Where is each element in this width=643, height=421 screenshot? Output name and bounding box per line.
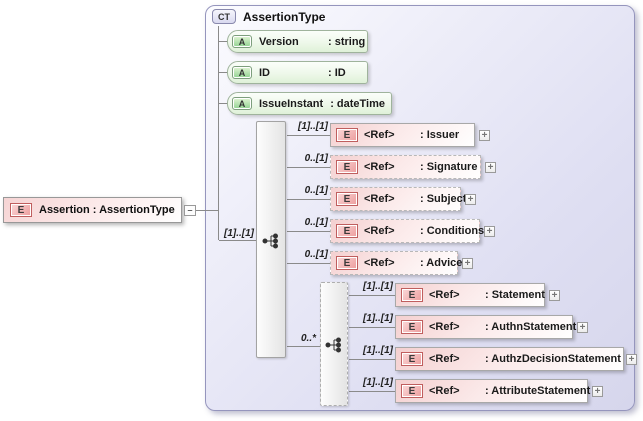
element-ref: <Ref> xyxy=(364,225,395,237)
element-name: : Advice xyxy=(420,257,463,269)
cardinality-label: [1]..[1] xyxy=(298,121,328,132)
element-ref: <Ref> xyxy=(429,289,460,301)
element-ref: <Ref> xyxy=(364,129,395,141)
element-conditions[interactable]: E <Ref> : Conditions xyxy=(330,219,484,243)
expand-button[interactable]: + xyxy=(484,226,495,237)
cardinality-label: 0..[1] xyxy=(304,217,328,228)
element-subject[interactable]: E <Ref> : Subject xyxy=(330,187,466,211)
element-name: : AuthnStatement xyxy=(485,321,577,333)
element-advice[interactable]: E <Ref> : Advice xyxy=(330,251,462,275)
complex-type-title: AssertionType xyxy=(243,10,326,24)
cardinality-label: 0..[1] xyxy=(304,185,328,196)
element-icon: E xyxy=(401,384,423,398)
element-ref: <Ref> xyxy=(364,257,395,269)
cardinality-label: 0..[1] xyxy=(304,153,328,164)
expand-button[interactable]: + xyxy=(479,130,490,141)
element-icon: E xyxy=(10,203,32,217)
expand-button[interactable]: + xyxy=(592,386,603,397)
connector-line xyxy=(349,327,395,328)
element-name: : AuthzDecisionStatement xyxy=(485,353,621,365)
attribute-name: IssueInstant xyxy=(259,97,324,110)
attribute-issueinstant[interactable]: A IssueInstant : dateTime xyxy=(227,92,392,115)
connector-line xyxy=(219,41,227,42)
element-authzdecisionstatement[interactable]: E <Ref> : AuthzDecisionStatement xyxy=(395,347,624,371)
attribute-name: ID xyxy=(259,66,270,79)
element-name: : Statement xyxy=(485,289,545,301)
attribute-type: : string xyxy=(328,35,366,48)
expand-button[interactable]: + xyxy=(465,194,476,205)
element-icon: E xyxy=(336,128,358,142)
cardinality-label: [1]..[1] xyxy=(363,345,393,356)
element-ref: <Ref> xyxy=(364,193,395,205)
element-signature[interactable]: E <Ref> : Signature xyxy=(330,155,481,179)
element-icon: E xyxy=(401,288,423,302)
element-assertion[interactable]: E Assertion : AssertionType xyxy=(3,197,182,223)
expand-button[interactable]: + xyxy=(485,162,496,173)
complex-type-icon: CT xyxy=(212,9,236,24)
cardinality-label: [1]..[1] xyxy=(363,281,393,292)
sequence-icon xyxy=(325,337,341,353)
element-attributestatement[interactable]: E <Ref> : AttributeStatement xyxy=(395,379,591,403)
element-name: : Conditions xyxy=(420,225,485,237)
element-issuer[interactable]: E <Ref> : Issuer xyxy=(330,123,475,147)
sequence-compositor[interactable] xyxy=(256,121,286,358)
connector-line xyxy=(349,359,395,360)
element-ref: <Ref> xyxy=(429,321,460,333)
element-ref: <Ref> xyxy=(364,161,395,173)
sequence-icon xyxy=(262,233,278,249)
connector-line xyxy=(287,263,330,264)
element-ref: <Ref> xyxy=(429,353,460,365)
connector-line xyxy=(349,295,395,296)
connector-line xyxy=(219,240,256,241)
collapse-icon[interactable]: – xyxy=(184,205,196,216)
element-icon: E xyxy=(401,320,423,334)
cardinality-label: [1]..[1] xyxy=(224,228,254,239)
attribute-icon: A xyxy=(232,97,252,110)
connector-line xyxy=(287,231,330,232)
cardinality-label: 0..* xyxy=(300,333,316,344)
connector-line xyxy=(287,167,330,168)
element-statement[interactable]: E <Ref> : Statement xyxy=(395,283,545,307)
connector-line xyxy=(219,72,227,73)
element-name: : AttributeStatement xyxy=(485,385,591,397)
expand-button[interactable]: + xyxy=(626,354,637,365)
attribute-version[interactable]: A Version : string xyxy=(227,30,368,53)
attribute-icon: A xyxy=(232,35,252,48)
expand-button[interactable]: + xyxy=(549,290,560,301)
element-authnstatement[interactable]: E <Ref> : AuthnStatement xyxy=(395,315,577,339)
attribute-type: : ID xyxy=(328,66,346,79)
attribute-id[interactable]: A ID : ID xyxy=(227,61,368,84)
element-ref: <Ref> xyxy=(429,385,460,397)
statement-group-compositor[interactable] xyxy=(320,282,348,406)
cardinality-label: 0..[1] xyxy=(304,249,328,260)
connector-line xyxy=(196,210,219,211)
connector-line xyxy=(349,391,395,392)
element-icon: E xyxy=(336,256,358,270)
element-icon: E xyxy=(336,224,358,238)
element-icon: E xyxy=(336,192,358,206)
connector-line xyxy=(287,346,320,347)
expand-button[interactable]: + xyxy=(577,322,588,333)
expand-button[interactable]: + xyxy=(462,258,473,269)
connector-line xyxy=(287,199,330,200)
element-icon: E xyxy=(401,352,423,366)
element-name: : Issuer xyxy=(420,129,460,141)
element-name: : Subject xyxy=(420,193,467,205)
connector-line xyxy=(287,135,330,136)
element-icon: E xyxy=(336,160,358,174)
connector-line xyxy=(219,103,227,104)
element-label: Assertion : AssertionType xyxy=(39,204,175,216)
attribute-name: Version xyxy=(259,35,299,48)
cardinality-label: [1]..[1] xyxy=(363,377,393,388)
connector-line xyxy=(218,26,219,240)
attribute-icon: A xyxy=(232,66,252,79)
attribute-type: : dateTime xyxy=(330,97,385,110)
cardinality-label: [1]..[1] xyxy=(363,313,393,324)
element-name: : Signature xyxy=(420,161,478,173)
